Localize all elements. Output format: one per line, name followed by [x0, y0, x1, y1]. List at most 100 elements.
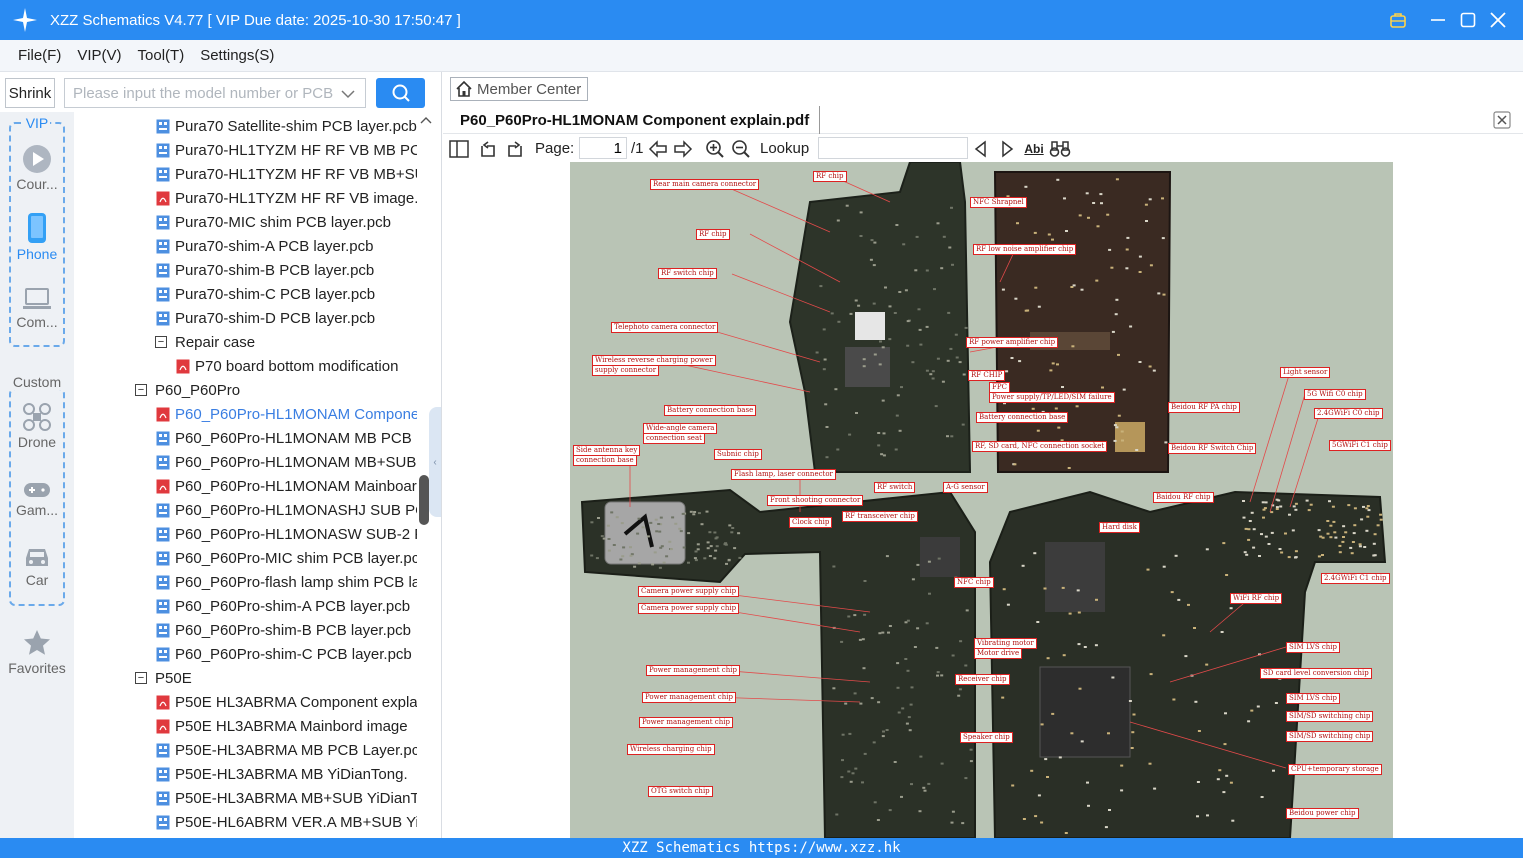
match-case-label: Abi [1024, 142, 1043, 156]
smd-component [1244, 551, 1247, 553]
tree-scroll-thumb[interactable] [419, 475, 429, 525]
component-callout: SIM LVS chip [1286, 693, 1340, 704]
tree-file-item[interactable]: P60_P60Pro-shim-A PCB layer.pcb [156, 594, 410, 618]
tree-file-item[interactable]: P50E HL3ABRMA Component explain [156, 690, 417, 714]
tree-file-item[interactable]: P50E HL3ABRMA Mainbord image [156, 714, 408, 738]
collapse-folder-icon[interactable]: − [135, 384, 147, 396]
smd-component [1014, 298, 1017, 300]
vip-bag-icon[interactable] [1383, 0, 1413, 40]
tree-file-item[interactable]: P50E-HL3ABRMA MB+SUB YiDianTong [156, 786, 417, 810]
smd-component [1044, 758, 1047, 760]
zoom-out-icon[interactable] [730, 138, 752, 160]
smd-component [855, 300, 858, 302]
smd-component [941, 763, 944, 765]
find-previous-icon[interactable] [970, 138, 992, 160]
category-phone[interactable]: Phone [9, 212, 65, 262]
tree-file-item[interactable]: P60_P60Pro-HL1MONASW SUB-2 PCB [156, 522, 417, 546]
tree-file-item[interactable]: P50E-HL3ABRMA MB PCB Layer.pcb [156, 738, 417, 762]
menu-file[interactable]: File(F) [18, 47, 61, 64]
rotate-right-icon[interactable] [504, 138, 526, 160]
document-view[interactable]: Rear main camera connectorRF chipNFC Shr… [443, 162, 1523, 838]
category-drone[interactable]: Drone [9, 402, 65, 450]
component-callout: SIM/SD switching chip [1286, 711, 1373, 722]
binoculars-icon[interactable] [1049, 138, 1071, 160]
tree-file-item[interactable]: Pura70-MIC shim PCB layer.pcb [156, 210, 391, 234]
scroll-up-icon[interactable] [419, 115, 433, 125]
tree-file-item[interactable]: P50E-HL3ABRMA MB YiDianTong. [156, 762, 408, 786]
tree-file-item[interactable]: P60_P60Pro-shim-B PCB layer.pcb [156, 618, 411, 642]
tree-file-item[interactable]: P60_P60Pro-MIC shim PCB layer.pcb [156, 546, 417, 570]
smd-component [678, 528, 681, 530]
tree-file-item[interactable]: Pura70-shim-C PCB layer.pcb [156, 282, 375, 306]
match-case-icon[interactable]: Abi [1022, 138, 1046, 160]
smd-component [1341, 541, 1344, 543]
search-button[interactable] [376, 78, 425, 108]
menu-tool[interactable]: Tool(T) [138, 47, 185, 64]
tree-folder[interactable]: −Repair case [155, 330, 255, 354]
smd-component [1328, 500, 1331, 502]
tree-file-item[interactable]: Pura70-HL1TYZM HF RF VB MB PCB [156, 138, 417, 162]
tree-file-item[interactable]: P60_P60Pro-flash lamp shim PCB layer [156, 570, 417, 594]
member-center-button[interactable]: Member Center [450, 77, 588, 101]
category-computer[interactable]: Com... [9, 286, 65, 330]
tree-file-item[interactable]: Pura70 Satellite-shim PCB layer.pcb [156, 114, 417, 138]
tree-file-item[interactable]: P60_P60Pro-HL1MONAM Component [156, 402, 417, 426]
next-page-icon[interactable] [672, 138, 694, 160]
smd-component [926, 270, 929, 272]
tree-folder[interactable]: −P60_P60Pro [135, 378, 240, 402]
tree-file-item[interactable]: Pura70-shim-A PCB layer.pcb [156, 234, 373, 258]
collapse-left-pane-button[interactable]: ‹ [429, 407, 441, 517]
previous-page-icon[interactable] [647, 138, 669, 160]
maximize-icon[interactable] [1453, 0, 1483, 40]
smd-component [832, 687, 835, 689]
smd-component [1276, 508, 1279, 510]
collapse-folder-icon[interactable]: − [155, 336, 167, 348]
lookup-input[interactable] [818, 137, 968, 159]
smd-component [1115, 313, 1118, 315]
tree-file-item[interactable]: P60_P60Pro-HL1MONAM MB PCB [156, 426, 412, 450]
tree-file-item[interactable]: Pura70-shim-D PCB layer.pcb [156, 306, 375, 330]
smd-component [1081, 740, 1084, 742]
tree-folder[interactable]: −P50E [135, 666, 192, 690]
shrink-button[interactable]: Shrink [5, 78, 55, 108]
tree-file-item[interactable]: P60_P60Pro-HL1MONAM Mainboard [156, 474, 417, 498]
callout-leader-line [1290, 412, 1320, 507]
smd-component [1272, 770, 1275, 772]
pcb-file-icon [156, 767, 170, 782]
tab-close-icon[interactable] [1493, 111, 1511, 129]
close-icon[interactable] [1483, 0, 1513, 40]
menu-settings[interactable]: Settings(S) [200, 47, 274, 64]
smd-component [908, 716, 911, 718]
tree-file-item[interactable]: P60_P60Pro-HL1MONASHJ SUB PCB [156, 498, 417, 522]
smd-component [1092, 202, 1095, 204]
tree-file-label: P60_P60Pro-HL1MONAM MB PCB [175, 430, 412, 447]
tab-component-explain[interactable]: P60_P60Pro-HL1MONAM Component explain.pd… [451, 106, 820, 134]
tree-file-item[interactable]: P50E-HL6ABRM VER.A MB+SUB YiDianTong [156, 810, 417, 834]
smd-component [884, 287, 887, 289]
category-car[interactable]: Car [9, 544, 65, 588]
smd-component [919, 344, 922, 346]
tree-file-item[interactable]: Pura70-HL1TYZM HF RF VB MB+SUB [156, 162, 417, 186]
category-course[interactable]: Cour... [9, 144, 65, 192]
tree-file-item[interactable]: P70 board bottom modification [176, 354, 398, 378]
pcb-file-icon [156, 311, 170, 326]
category-game[interactable]: Gam... [9, 480, 65, 518]
chevron-down-icon[interactable] [341, 86, 355, 102]
minimize-icon[interactable] [1423, 0, 1453, 40]
tree-file-item[interactable]: Pura70-shim-B PCB layer.pcb [156, 258, 374, 282]
favorites[interactable]: Favorites [0, 628, 74, 676]
tree-file-item[interactable]: Pura70-HL1TYZM HF RF VB image. [156, 186, 417, 210]
page-number-input[interactable] [579, 137, 627, 159]
zoom-in-icon[interactable] [704, 138, 726, 160]
search-input[interactable] [64, 78, 366, 108]
smd-component [1049, 369, 1052, 371]
tree-file-item[interactable]: P60_P60Pro-shim-C PCB layer.pcb [156, 642, 412, 666]
smd-component [1121, 431, 1124, 433]
find-next-icon[interactable] [996, 138, 1018, 160]
smd-component [671, 516, 674, 518]
tree-file-item[interactable]: P60_P60Pro-HL1MONAM MB+SUB [156, 450, 416, 474]
rotate-left-icon[interactable] [477, 138, 499, 160]
toggle-sidebar-icon[interactable] [448, 138, 470, 160]
menu-vip[interactable]: VIP(V) [77, 47, 121, 64]
collapse-folder-icon[interactable]: − [135, 672, 147, 684]
